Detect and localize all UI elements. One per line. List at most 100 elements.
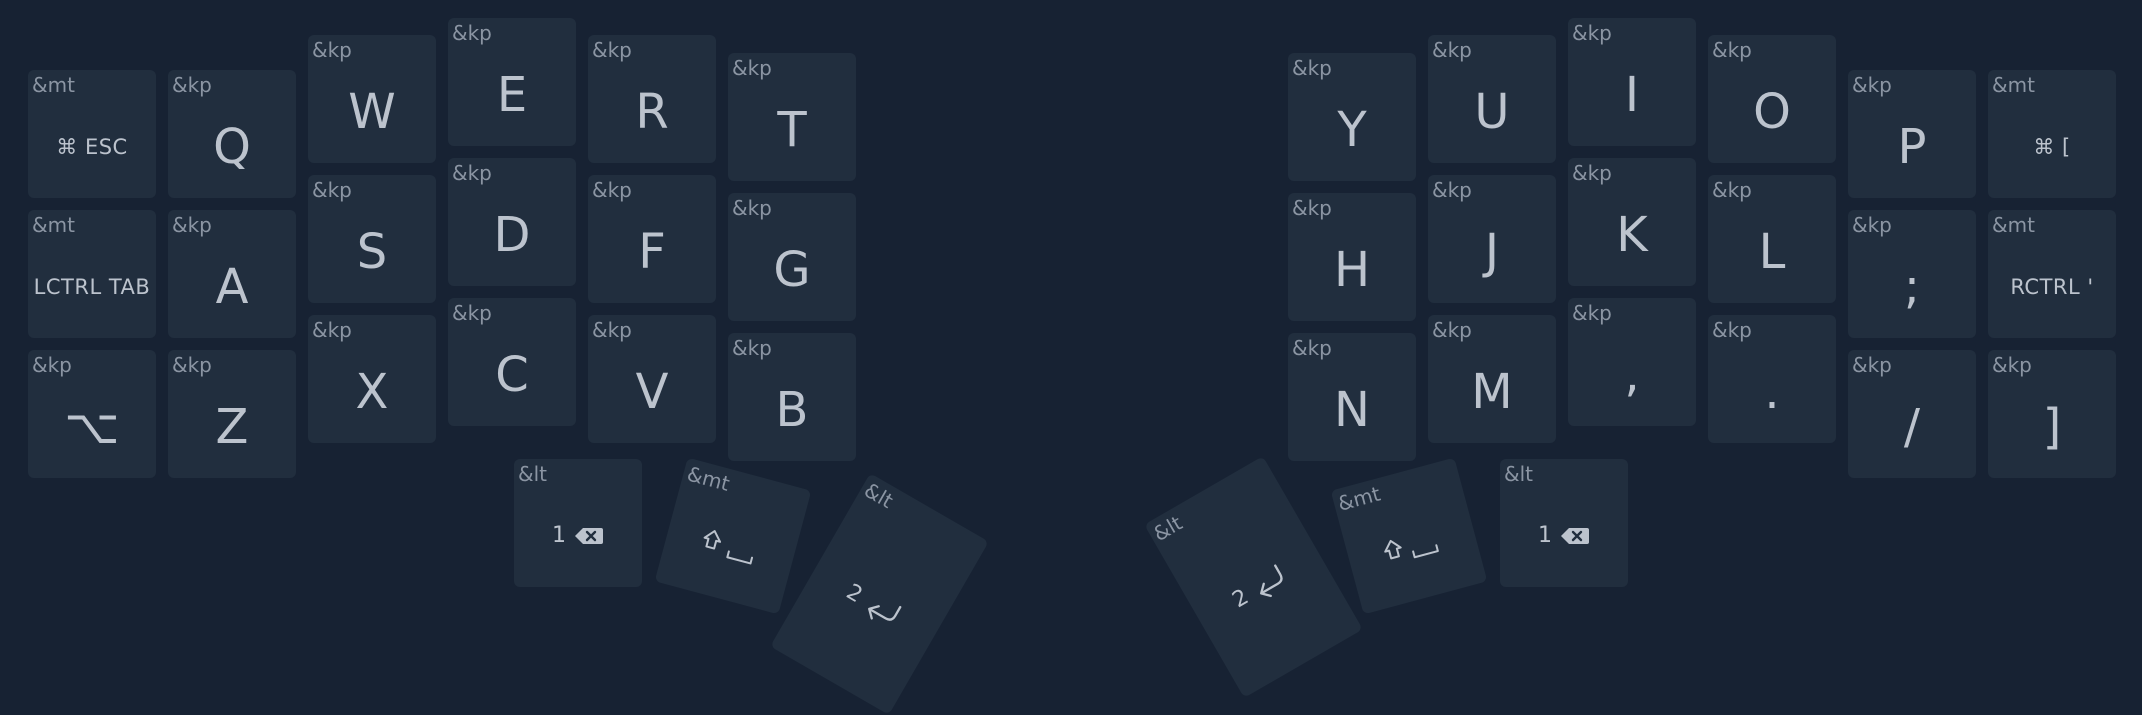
key-behavior-label: &kp: [172, 73, 212, 97]
key-lt1-right: &lt 1: [1500, 459, 1628, 587]
key-legend: /: [1848, 376, 1976, 478]
key-legend: F: [588, 201, 716, 303]
key-behavior-label: &kp: [732, 56, 772, 80]
key-legend-text: M: [1471, 364, 1513, 420]
key-legend: [655, 483, 805, 615]
key-legend-text: 2: [841, 579, 867, 609]
key-legend: V: [588, 341, 716, 443]
key-legend: P: [1848, 96, 1976, 198]
key-behavior-label: &kp: [1572, 161, 1612, 185]
key-legend: [1337, 483, 1487, 615]
key-behavior-label: &lt: [518, 462, 547, 486]
key-legend: G: [728, 219, 856, 321]
key-behavior-label: &kp: [592, 178, 632, 202]
key-behavior-label: &lt: [1504, 462, 1533, 486]
key-legend: .: [1708, 341, 1836, 443]
key-legend: ⌥: [28, 376, 156, 478]
key-legend-text: LCTRL TAB: [33, 274, 151, 299]
key-legend-text: /: [1903, 399, 1921, 455]
key-legend: D: [448, 184, 576, 286]
key-semi: &kp;: [1848, 210, 1976, 338]
key-legend: E: [448, 44, 576, 146]
key-legend: X: [308, 341, 436, 443]
key-legend: W: [308, 61, 436, 163]
key-behavior-label: &kp: [1712, 318, 1752, 342]
key-legend: 1: [1500, 485, 1628, 587]
key-legend-text: O: [1753, 84, 1791, 140]
key-alt: &kp⌥: [28, 350, 156, 478]
key-legend-text: ,: [1624, 347, 1640, 403]
key-legend-text: Y: [1337, 102, 1367, 158]
key-legend: LCTRL TAB: [28, 236, 156, 338]
key-legend: I: [1568, 44, 1696, 146]
key-behavior-label: &kp: [452, 301, 492, 325]
key-legend-text: ⌘ ESC: [56, 134, 128, 159]
key-behavior-label: &kp: [1992, 353, 2032, 377]
key-legend-text: T: [777, 102, 807, 158]
key-legend-text: K: [1616, 207, 1648, 263]
key-slash: &kp /: [1848, 350, 1976, 478]
key-legend-text: C: [495, 347, 529, 403]
key-legend-text: RCTRL ': [2010, 274, 2094, 299]
key-legend-text: W: [348, 84, 396, 140]
key-behavior-label: &mt: [1992, 73, 2035, 97]
key-behavior-label: &kp: [452, 161, 492, 185]
key-legend: 2: [1157, 479, 1363, 698]
key-legend-text: U: [1474, 84, 1510, 140]
key-legend: R: [588, 61, 716, 163]
key-legend-text: B: [775, 382, 809, 438]
key-behavior-label: &kp: [732, 196, 772, 220]
key-legend-text: D: [493, 207, 531, 263]
key-legend: C: [448, 324, 576, 426]
key-behavior-label: &kp: [732, 336, 772, 360]
key-legend-text: 1: [552, 523, 566, 548]
key-legend: T: [728, 79, 856, 181]
key-legend: RCTRL ': [1988, 236, 2116, 338]
shift-space-icon: [698, 527, 762, 571]
key-behavior-label: &kp: [1712, 38, 1752, 62]
key-legend: S: [308, 201, 436, 303]
key-behavior-label: &kp: [1572, 21, 1612, 45]
key-legend: L: [1708, 201, 1836, 303]
key-legend: H: [1288, 219, 1416, 321]
key-legend-text: L: [1758, 224, 1786, 280]
key-behavior-label: &kp: [1852, 213, 1892, 237]
key-legend: M: [1428, 341, 1556, 443]
key-legend: J: [1428, 201, 1556, 303]
key-shift-space-left: &mt: [654, 457, 812, 615]
key-legend-text: ]: [2042, 399, 2062, 455]
key-legend: ⌘ ESC: [28, 96, 156, 198]
key-behavior-label: &kp: [1852, 353, 1892, 377]
key-behavior-label: &kp: [592, 38, 632, 62]
key-legend-text: I: [1624, 67, 1640, 123]
key-behavior-label: &kp: [1432, 38, 1472, 62]
key-behavior-label: &kp: [1432, 178, 1472, 202]
key-legend-text: 1: [1538, 523, 1552, 548]
key-legend-text: Z: [215, 399, 249, 455]
key-legend-text: A: [215, 259, 249, 315]
key-legend-text: .: [1764, 364, 1780, 420]
key-behavior-label: &mt: [32, 73, 75, 97]
